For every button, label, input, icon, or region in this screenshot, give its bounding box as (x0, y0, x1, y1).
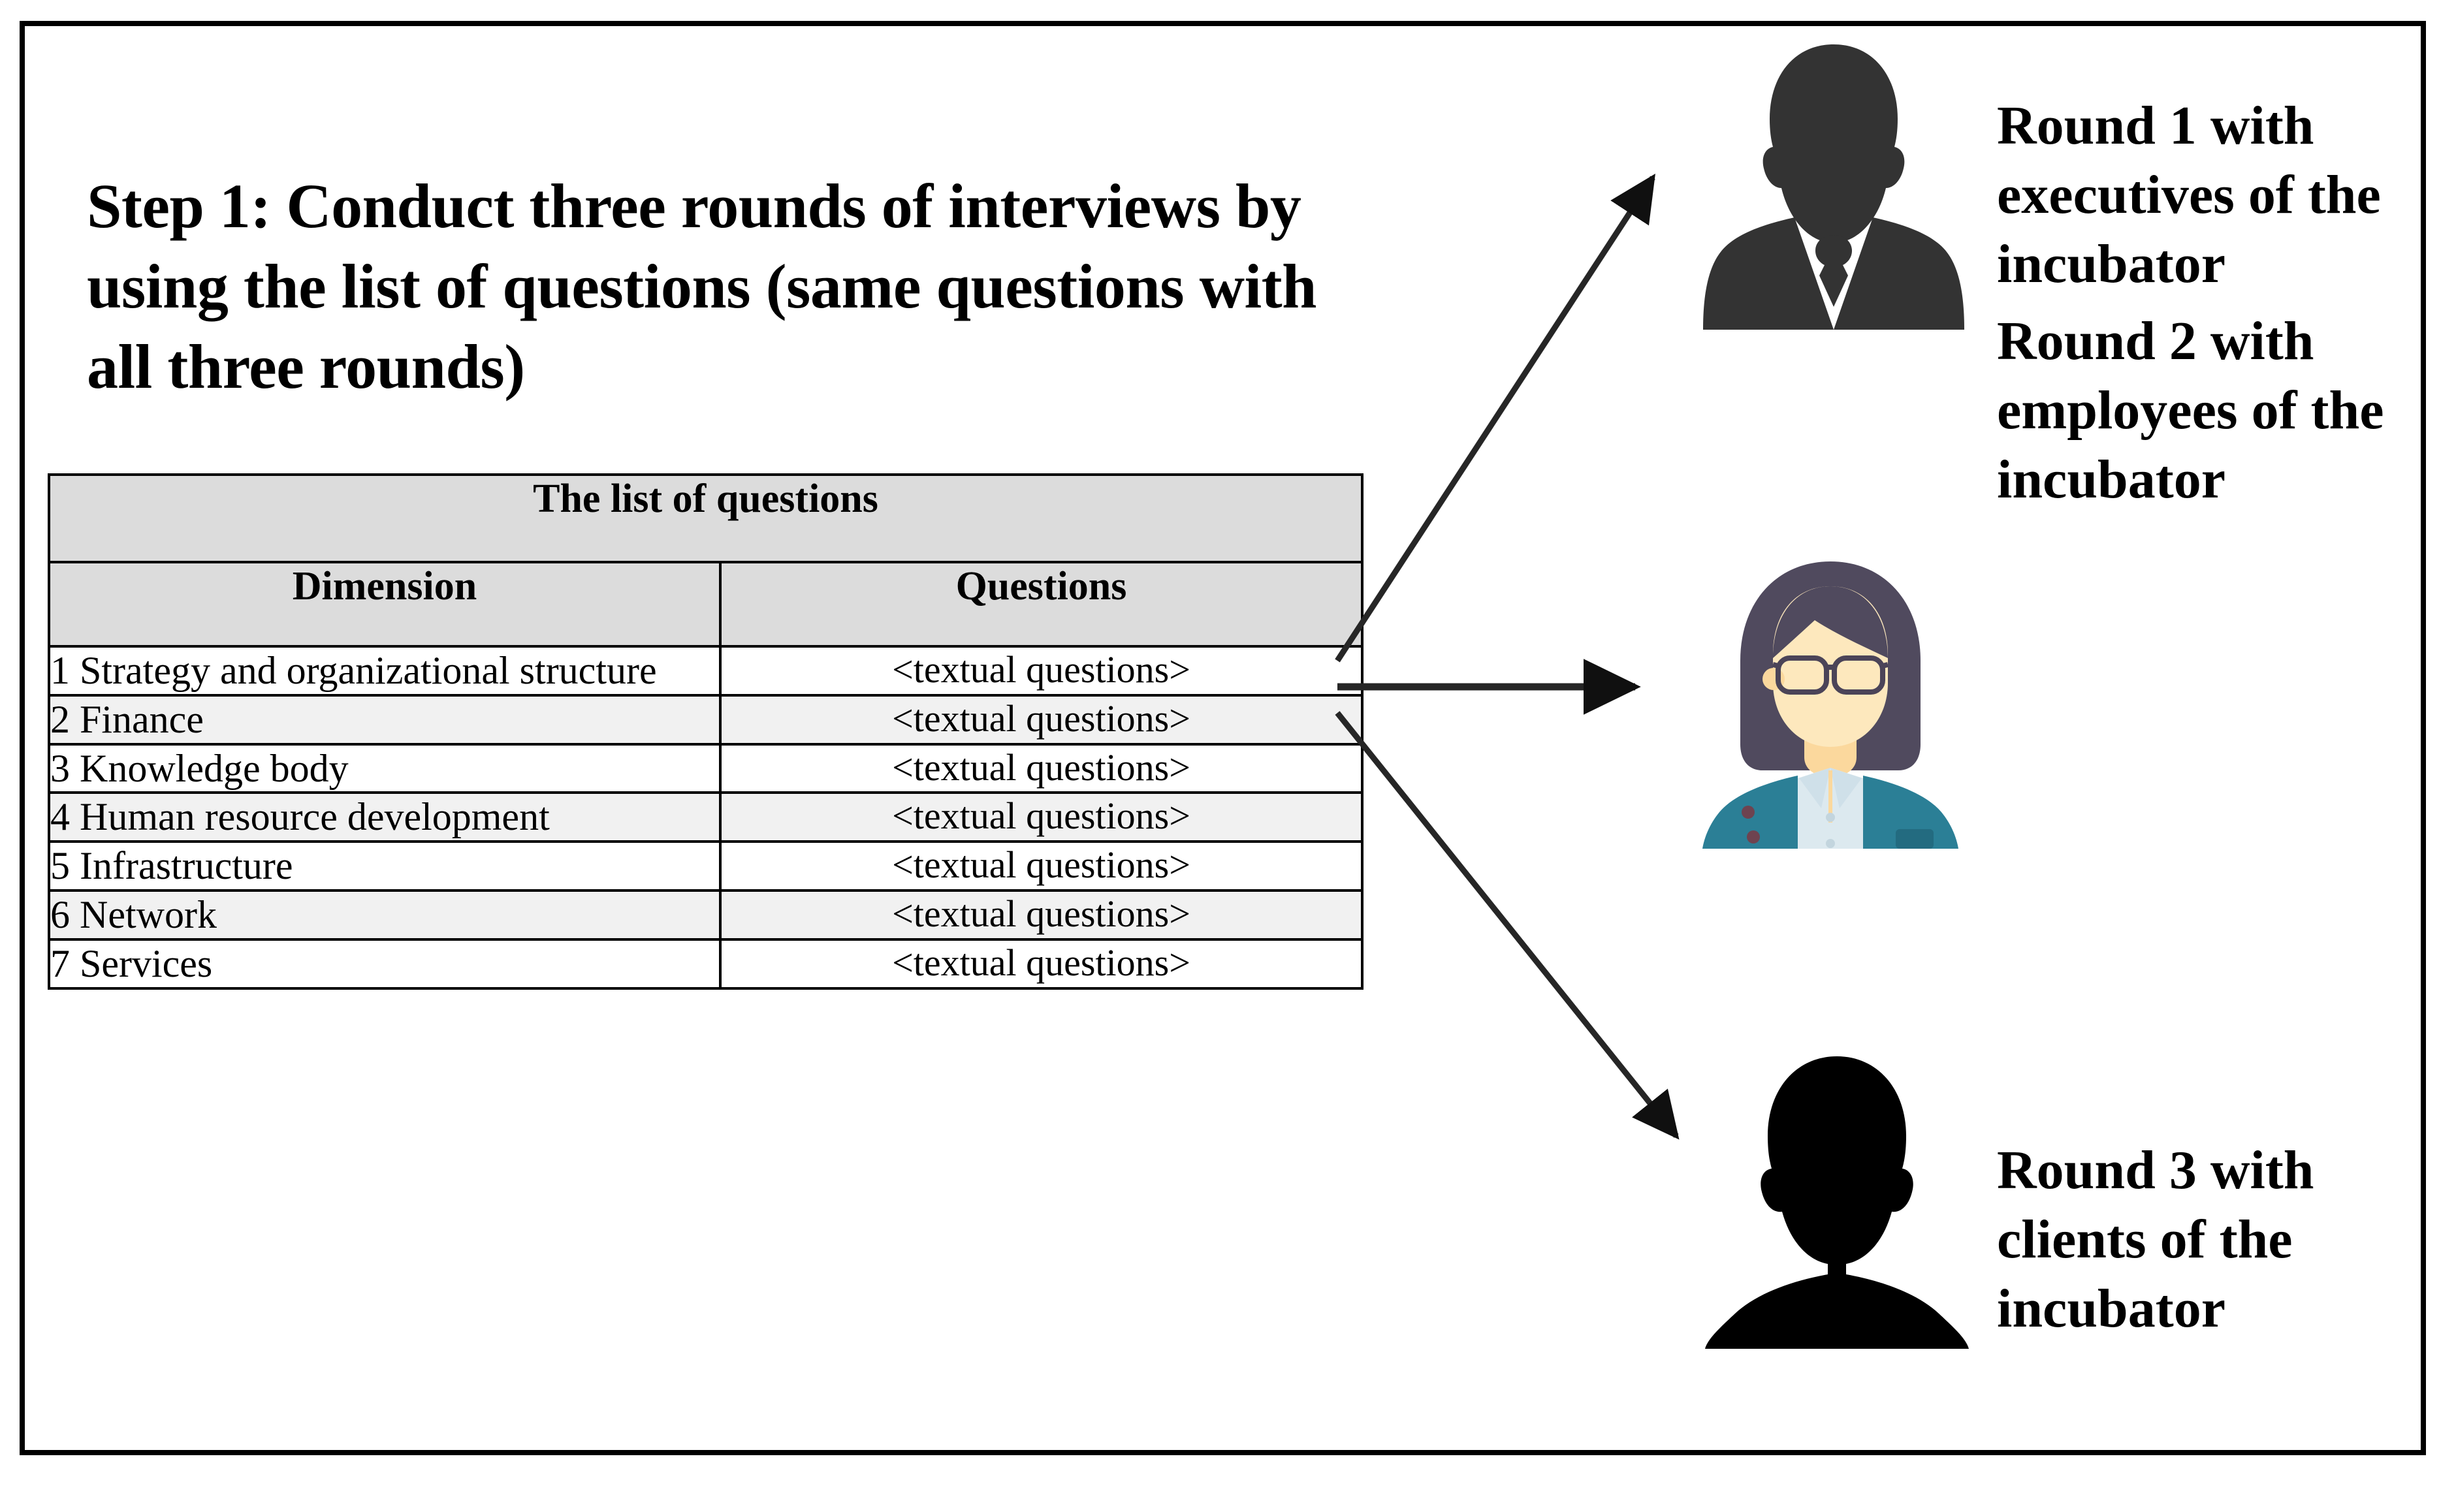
employee-avatar-icon (1700, 548, 1961, 849)
round-3-label: Round 3 with clients of the incubator (1997, 1140, 2314, 1339)
table-row: 2 Finance <textual questions> (48, 693, 1364, 746)
dimension-cell: 7 Services (48, 937, 722, 990)
questions-cell: <textual questions> (718, 791, 1364, 843)
dimension-cell: 2 Finance (48, 693, 722, 746)
dimension-cell: 6 Network (48, 889, 722, 941)
dimension-cell: 4 Human resource development (48, 791, 722, 843)
arrow-to-round-3 (1335, 711, 1680, 1140)
questions-cell: <textual questions> (718, 889, 1364, 941)
questions-cell: <textual questions> (718, 840, 1364, 892)
questions-cell: <textual questions> (718, 693, 1364, 746)
client-avatar-icon (1700, 1045, 1974, 1351)
round-2-label: Round 2 with employees of the incubator (1997, 311, 2384, 510)
table-row: 6 Network <textual questions> (48, 889, 1364, 941)
table-row: 5 Infrastructure <textual questions> (48, 840, 1364, 892)
arrow-to-round-1 (1335, 173, 1655, 663)
dimension-cell: 1 Strategy and organizational structure (48, 645, 722, 697)
questions-table: The list of questions Dimension Question… (47, 473, 1364, 990)
questions-cell: <textual questions> (718, 645, 1364, 697)
table-row: 7 Services <textual questions> (48, 937, 1364, 990)
table-title-cell: The list of questions (47, 473, 1364, 563)
table-row: 1 Strategy and organizational structure … (48, 645, 1364, 697)
dimension-cell: 3 Knowledge body (48, 742, 722, 795)
table-title-row: The list of questions (47, 473, 1364, 563)
round-1-label: Round 1 with executives of the incubator (1997, 95, 2381, 294)
table-header-row: Dimension Questions (48, 561, 1364, 648)
questions-cell: <textual questions> (718, 937, 1364, 990)
column-header-dimension: Dimension (48, 561, 722, 648)
executive-avatar-icon (1697, 33, 1971, 333)
figure-heading: Step 1: Conduct three rounds of intervie… (87, 171, 1316, 402)
dimension-cell: 5 Infrastructure (48, 840, 722, 892)
table-row: 4 Human resource development <textual qu… (48, 791, 1364, 843)
table-row: 3 Knowledge body <textual questions> (48, 742, 1364, 795)
figure-frame: Step 1: Conduct three rounds of intervie… (20, 21, 2426, 1455)
column-header-questions: Questions (718, 561, 1364, 648)
questions-cell: <textual questions> (718, 742, 1364, 795)
